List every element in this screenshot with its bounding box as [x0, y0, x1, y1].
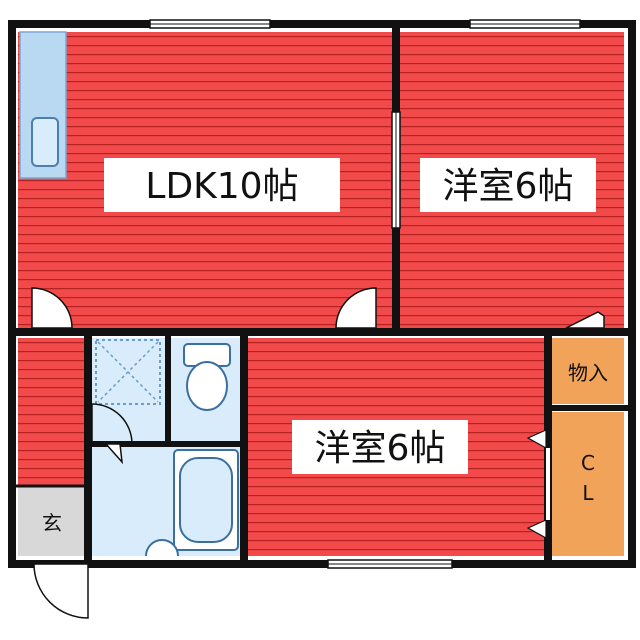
kitchen-sink-icon — [31, 117, 59, 167]
storage-room — [552, 338, 624, 404]
closet-door-top — [526, 429, 547, 450]
door-storage — [565, 311, 605, 329]
corridor-floor — [18, 338, 86, 486]
entrance-label: 玄 — [42, 511, 62, 535]
door-bath — [104, 443, 124, 465]
closet-door-bottom — [526, 519, 547, 540]
door-ldk-right — [335, 287, 377, 329]
washbasin-icon — [145, 539, 179, 557]
door-wash — [91, 403, 133, 445]
ldk-label-background — [104, 158, 340, 212]
outer-wall — [8, 20, 636, 568]
western-room-top-label-background — [420, 158, 596, 212]
entrance-floor — [18, 486, 86, 556]
western-room-bottom-label-background — [292, 420, 468, 474]
door-ldk-left — [31, 287, 73, 329]
closet-label-top: C — [581, 451, 595, 475]
closet-label-bottom: L — [582, 481, 594, 505]
storage-label: 物入 — [568, 361, 608, 385]
entrance-door — [33, 563, 89, 619]
closet-room — [552, 412, 624, 556]
toilet-bowl-icon — [186, 361, 228, 411]
ldk-label: LDK10帖 — [145, 166, 298, 207]
western-room-bottom-label: 洋室6帖 — [315, 428, 446, 469]
western-room-top-label: 洋室6帖 — [443, 166, 574, 207]
